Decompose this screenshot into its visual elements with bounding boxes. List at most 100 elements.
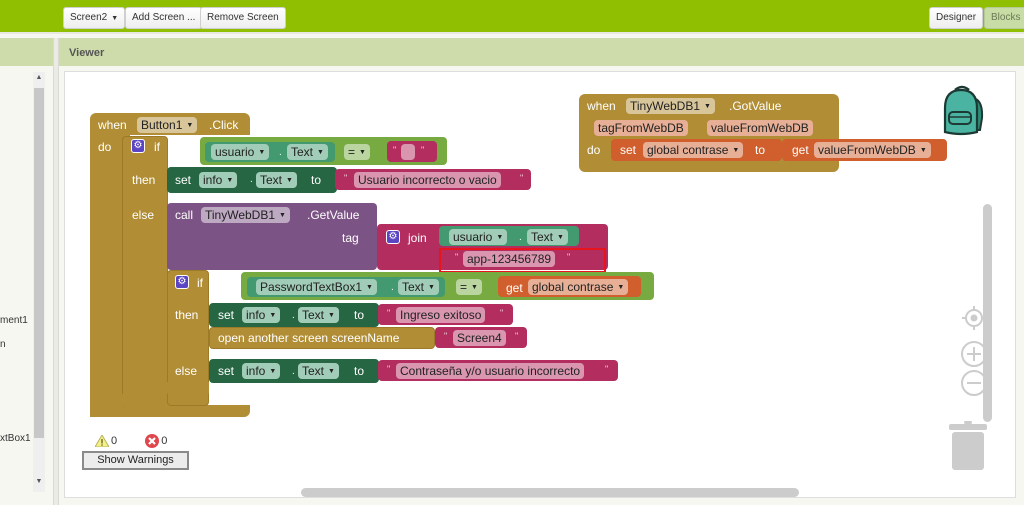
property-dropdown[interactable]: Text▼ <box>298 363 339 379</box>
text-value[interactable]: Contraseña y/o usuario incorrecto <box>396 363 585 379</box>
do-label: do <box>587 143 601 157</box>
text-value[interactable]: app-123456789 <box>463 251 556 267</box>
when-label: when <box>98 118 127 132</box>
component-dropdown[interactable]: TinyWebDB1▼ <box>626 98 715 114</box>
blocks-workspace[interactable]: when Button1▼ .Click do ⚙ if usuario▼ . … <box>64 71 1016 498</box>
call-label: call <box>175 208 194 222</box>
text-value[interactable]: Screen4 <box>453 330 506 346</box>
warning-indicator: 0 0 <box>95 434 167 448</box>
property-name: Text <box>302 308 325 322</box>
chevron-down-icon: ▼ <box>111 15 119 22</box>
component-dropdown[interactable]: Button1▼ <box>137 117 198 133</box>
chevron-down-icon: ▼ <box>428 283 435 291</box>
chevron-down-icon: ▼ <box>286 176 293 184</box>
to-label: to <box>354 308 365 322</box>
variable-dropdown[interactable]: global contrase▼ <box>643 142 744 158</box>
highlight-box <box>439 248 606 273</box>
event-parameter[interactable]: valueFromWebDB <box>707 120 813 136</box>
zoom-in-icon[interactable] <box>960 340 988 368</box>
property-dropdown[interactable]: Text▼ <box>527 229 568 245</box>
if-label: if <box>154 140 160 154</box>
close-quote: " <box>567 252 571 262</box>
operator: = <box>460 280 468 294</box>
set-property-block[interactable] <box>209 303 379 327</box>
do-label: do <box>98 140 112 154</box>
viewer-title: Viewer <box>69 47 105 59</box>
scroll-up-icon[interactable]: ▲ <box>35 74 43 81</box>
add-screen-button[interactable]: Add Screen ... <box>125 7 203 29</box>
top-toolbar: Screen2▼ Add Screen ... Remove Screen De… <box>0 0 1024 34</box>
when-label: when <box>587 99 616 113</box>
chevron-down-icon: ▼ <box>732 146 740 154</box>
blocks-button[interactable]: Blocks <box>984 7 1024 29</box>
if-block[interactable] <box>122 136 168 408</box>
component-dropdown[interactable]: usuario▼ <box>211 144 270 160</box>
scroll-down-icon[interactable]: ▼ <box>35 478 43 485</box>
open-another-screen-block[interactable] <box>209 327 435 349</box>
component-name: PasswordTextBox1 <box>260 280 363 294</box>
recenter-icon[interactable] <box>961 305 987 331</box>
close-quote: " <box>520 173 524 183</box>
remove-screen-button[interactable]: Remove Screen <box>200 7 286 29</box>
text-value-empty[interactable] <box>401 144 415 160</box>
set-property-block[interactable] <box>209 359 379 383</box>
component-dropdown[interactable]: info▼ <box>242 307 281 323</box>
component-dropdown[interactable]: TinyWebDB1▼ <box>201 207 290 223</box>
chevron-down-icon: ▼ <box>269 311 277 319</box>
dot-separator: . <box>292 310 295 321</box>
show-warnings-button[interactable]: Show Warnings <box>82 451 189 470</box>
designer-button[interactable]: Designer <box>929 7 984 29</box>
operator: = <box>348 145 356 159</box>
blocks-drawer-header <box>0 38 53 66</box>
close-quote: " <box>515 331 519 341</box>
trash-icon[interactable] <box>949 421 987 471</box>
component-name: TinyWebDB1 <box>630 99 701 113</box>
to-label: to <box>755 143 766 157</box>
get-label: get <box>792 143 809 157</box>
text-value[interactable]: Ingreso exitoso <box>396 307 486 323</box>
variable-dropdown[interactable]: valueFromWebDB▼ <box>814 142 931 158</box>
close-quote: " <box>500 308 504 318</box>
operator-dropdown[interactable]: =▼ <box>344 144 370 160</box>
panel-splitter[interactable] <box>53 38 59 505</box>
set-property-block[interactable] <box>167 167 337 193</box>
mutator-gear-icon[interactable]: ⚙ <box>175 275 189 289</box>
close-quote: " <box>605 364 609 374</box>
component-dropdown[interactable]: PasswordTextBox1▼ <box>256 279 377 295</box>
component-dropdown[interactable]: usuario▼ <box>449 229 508 245</box>
open-screen-label: open another screen screenName <box>218 331 400 345</box>
property-dropdown[interactable]: Text▼ <box>398 279 439 295</box>
dot-separator: . <box>519 232 522 243</box>
left-scrollbar[interactable]: ▲ ▼ <box>33 72 45 492</box>
event-name: .Click <box>209 118 239 132</box>
component-dropdown[interactable]: info▼ <box>242 363 281 379</box>
component-dropdown[interactable]: info▼ <box>199 172 238 188</box>
component-name: info <box>203 173 223 187</box>
workspace-vertical-scrollbar[interactable] <box>983 204 992 422</box>
property-name: Text <box>302 364 325 378</box>
variable-name: global contrase <box>647 143 729 157</box>
tree-item[interactable]: n <box>0 339 6 350</box>
zoom-out-icon[interactable] <box>960 369 988 397</box>
left-scrollbar-thumb[interactable] <box>34 88 44 438</box>
property-dropdown[interactable]: Text▼ <box>287 144 328 160</box>
operator-dropdown[interactable]: =▼ <box>456 279 482 295</box>
text-value[interactable]: Usuario incorrecto o vacio <box>354 172 501 188</box>
property-dropdown[interactable]: Text▼ <box>256 172 297 188</box>
chevron-down-icon: ▼ <box>557 233 564 241</box>
tree-item[interactable]: ment1 <box>0 315 28 326</box>
viewer-header: Viewer <box>59 38 1024 66</box>
property-dropdown[interactable]: Text▼ <box>298 307 339 323</box>
mutator-gear-icon[interactable]: ⚙ <box>386 230 400 244</box>
variable-dropdown[interactable]: global contrase▼ <box>528 279 629 295</box>
dot-separator: . <box>391 282 394 293</box>
event-parameter[interactable]: tagFromWebDB <box>594 120 688 136</box>
join-label: join <box>408 231 427 245</box>
tree-item[interactable]: xtBox1 <box>0 433 31 444</box>
screen-select-dropdown[interactable]: Screen2▼ <box>63 7 126 29</box>
workspace-horizontal-scrollbar[interactable] <box>301 488 799 497</box>
chevron-down-icon: ▼ <box>186 121 194 129</box>
then-label: then <box>132 173 156 187</box>
backpack-icon[interactable] <box>937 84 987 136</box>
mutator-gear-icon[interactable]: ⚙ <box>131 139 145 153</box>
